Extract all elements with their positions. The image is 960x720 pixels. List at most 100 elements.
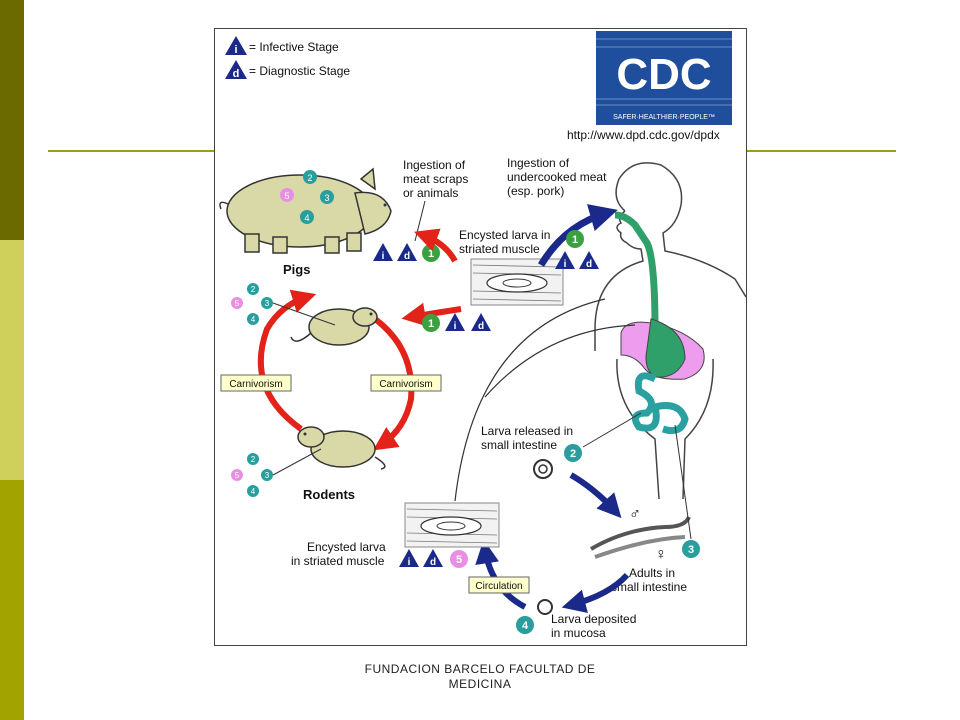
svg-text:5: 5 <box>235 471 240 480</box>
diagnostic-stage-icon: d <box>225 60 247 80</box>
svg-text:Adults in: Adults in <box>629 566 675 580</box>
svg-text:2: 2 <box>251 285 256 294</box>
svg-text:i: i <box>408 557 411 568</box>
human-figure <box>594 162 747 500</box>
svg-text:meat scraps: meat scraps <box>403 172 468 186</box>
svg-text:undercooked meat: undercooked meat <box>507 170 607 184</box>
arrow-to-mucosa <box>561 572 630 613</box>
svg-text:Carnivorism: Carnivorism <box>379 379 432 390</box>
svg-text:4: 4 <box>251 315 256 324</box>
digestive-tract <box>614 211 705 435</box>
larva-released-text: Larva released in small intestine <box>481 424 573 452</box>
ingestion-meat-text: Ingestion of undercooked meat (esp. pork… <box>507 156 607 198</box>
cdc-url: http://www.dpd.cdc.gov/dpdx <box>567 128 720 142</box>
svg-text:5: 5 <box>456 554 462 566</box>
legend: i = Infective Stage d = Diagnostic Stage <box>225 36 350 80</box>
deposited-larva-icon <box>537 599 553 615</box>
svg-text:striated muscle: striated muscle <box>459 242 540 256</box>
svg-text:Encysted larva: Encysted larva <box>307 540 386 554</box>
svg-text:Larva released in: Larva released in <box>481 424 573 438</box>
carnivorism-arrow-right <box>373 316 415 451</box>
rodent-top-mini-cycle: 2 3 4 5 <box>231 283 336 326</box>
connector-line-2 <box>484 324 636 398</box>
circulation-label: Circulation <box>468 576 530 594</box>
muscle-tissue-bottom <box>404 502 500 548</box>
svg-text:3: 3 <box>265 471 270 480</box>
life-cycle-diagram: i = Infective Stage d = Diagnostic Stage… <box>219 31 747 640</box>
rodents-label: Rodents <box>303 487 355 502</box>
svg-text:2: 2 <box>307 173 312 183</box>
pigs-label: Pigs <box>283 262 310 277</box>
human-stage-markers: 1 i d <box>555 230 599 270</box>
cdc-logo: CDC SAFER·HEALTHIER·PEOPLE™ <box>596 31 732 125</box>
svg-text:or animals: or animals <box>403 186 458 200</box>
title-rule-right <box>744 150 896 152</box>
connector-line-1 <box>454 298 606 502</box>
svg-text:5: 5 <box>284 191 289 201</box>
stage-3-marker <box>682 540 700 558</box>
svg-text:2: 2 <box>570 448 576 460</box>
pig-stage-markers: i d 1 <box>373 243 440 262</box>
svg-text:1: 1 <box>428 248 434 260</box>
cdc-logo-text: CDC <box>616 50 711 99</box>
svg-text:3: 3 <box>265 299 270 308</box>
svg-text:small intestine: small intestine <box>481 438 557 452</box>
cdc-logo-tagline: SAFER·HEALTHIER·PEOPLE™ <box>613 114 715 121</box>
adult-worms-illustration <box>589 516 691 559</box>
released-larva-icon <box>533 459 553 479</box>
svg-text:d: d <box>478 321 484 332</box>
trichinellosis-life-cycle-figure: i = Infective Stage d = Diagnostic Stage… <box>214 28 747 646</box>
svg-text:Ingestion of: Ingestion of <box>403 158 466 172</box>
svg-text:2: 2 <box>251 455 256 464</box>
svg-text:Circulation: Circulation <box>475 581 522 592</box>
sidebar-block-mid <box>0 480 24 720</box>
ingestion-scraps-text: Ingestion of meat scraps or animals <box>403 158 468 200</box>
svg-text:1: 1 <box>428 318 434 330</box>
rodent-stage-markers: 1 i d <box>422 313 491 332</box>
svg-text:Larva deposited: Larva deposited <box>551 612 636 626</box>
sidebar-block-light <box>0 240 24 480</box>
legend-infective-label: = Infective Stage <box>249 40 339 54</box>
arrow-to-rodent <box>401 302 462 327</box>
carnivorism-arrow-left <box>257 289 317 432</box>
female-symbol: ♀ <box>655 546 667 563</box>
svg-text:Carnivorism: Carnivorism <box>229 379 282 390</box>
svg-text:5: 5 <box>235 299 240 308</box>
svg-text:d: d <box>430 557 436 568</box>
svg-text:d: d <box>404 251 410 262</box>
sidebar-block-dark <box>0 0 24 240</box>
encysted-larva-top-text: Encysted larva in striated muscle <box>459 228 550 256</box>
svg-text:i: i <box>234 44 237 56</box>
svg-text:3: 3 <box>688 544 694 556</box>
pig-mini-cycle: 2 3 4 5 <box>280 170 334 224</box>
svg-text:small intestine: small intestine <box>611 580 687 594</box>
rodent-top-illustration <box>290 307 378 346</box>
bottom-stage-markers: i d 5 <box>399 549 468 568</box>
svg-text:d: d <box>586 259 592 270</box>
title-rule-left <box>48 150 216 152</box>
arrow-to-adults <box>569 472 622 519</box>
svg-text:4: 4 <box>251 487 256 496</box>
svg-text:Ingestion of: Ingestion of <box>507 156 570 170</box>
stage-2-marker <box>564 444 582 462</box>
svg-text:i: i <box>564 259 567 270</box>
arrow-to-pig <box>413 228 458 263</box>
male-symbol: ♂ <box>629 506 641 523</box>
svg-text:in striated muscle: in striated muscle <box>291 554 385 568</box>
adults-text: Adults in small intestine <box>611 566 687 594</box>
svg-text:i: i <box>382 251 385 262</box>
rodent-bottom-illustration <box>297 426 386 470</box>
carnivorism-label-left: Carnivorism <box>220 374 292 392</box>
carnivorism-label-right: Carnivorism <box>370 374 442 392</box>
svg-text:4: 4 <box>304 213 309 223</box>
infective-stage-icon: i <box>225 36 247 56</box>
footer-text: FUNDACION BARCELO FACULTAD DE MEDICINA <box>330 662 630 692</box>
larva-deposited-text: Larva deposited in mucosa <box>551 612 636 640</box>
stage-4-marker <box>516 616 534 634</box>
svg-text:1: 1 <box>572 234 578 246</box>
svg-text:Encysted larva in: Encysted larva in <box>459 228 550 242</box>
svg-text:in mucosa: in mucosa <box>551 626 606 640</box>
svg-text:(esp. pork): (esp. pork) <box>507 184 564 198</box>
legend-diagnostic-label: = Diagnostic Stage <box>249 64 350 78</box>
footer-line-2: MEDICINA <box>448 677 512 691</box>
